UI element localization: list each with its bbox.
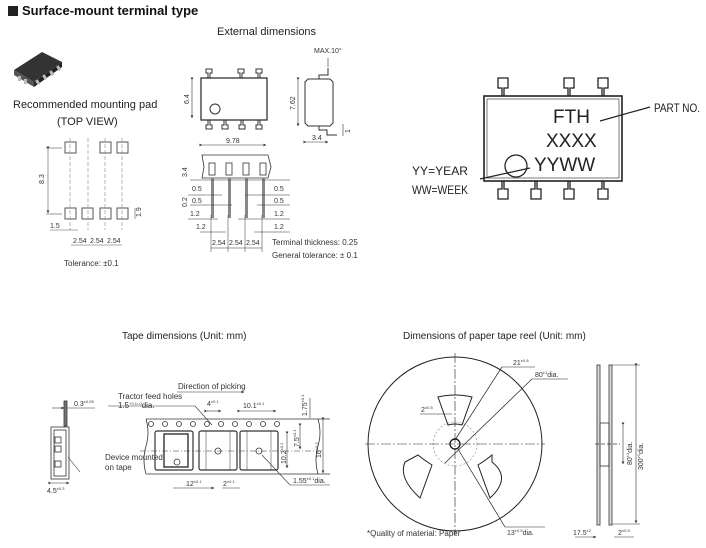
week-label: WW=WEEK [412,183,468,197]
marking-drawing [479,77,651,200]
external-dimensions-heading: External dimensions [217,26,317,38]
marking-line-1: FTH [553,107,590,128]
pad-pitch-3: 2.54 [107,238,121,245]
bottom-height-label: 3.4 [182,167,189,177]
year-label: YY=YEAR [412,164,468,178]
lead-pitch-1: 2.54 [212,240,226,247]
lead-width-left-3: 1.2 [190,211,200,218]
tape-thickness-label: 0.3±0.05 [74,399,94,408]
reel-width-label: 17.5±2 [573,528,592,537]
lead-width-right-2: 0.5 [274,198,284,205]
pocket-hole-dia-label: 1.55±0.1dia. [293,476,326,485]
side-hub-dia-label: 80±1dia. [625,441,634,465]
lead-width-right-4: 1.2 [274,224,284,231]
package-height-label: 6.4 [184,94,191,104]
lead-detail-view [188,154,290,252]
marking-line-2: XXXX [546,131,597,152]
slot-width-label: 21±0.8 [513,358,529,367]
pad-tolerance: Tolerance: ±0.1 [64,259,119,268]
lead-width-left-2: 0.5 [192,198,202,205]
tape-heading: Tape dimensions (Unit: mm) [122,331,247,342]
side-width-label: 3.4 [312,135,322,142]
title-bullet-icon [8,5,18,16]
lead-width-left-4: 1.2 [196,224,206,231]
tape-end-view [48,400,95,485]
part-no-label: PART NO. [654,101,700,115]
device-label-line1: Device mounted [105,453,163,462]
tape-width-label: 16±0.3 [314,442,323,458]
package-side-view [296,58,344,144]
lead-offset-label: 0.2 [182,197,189,207]
reel-side-view [575,363,640,539]
flange-thickness-label: 2±0.5 [618,528,630,537]
mounting-pad-heading: Recommended mounting pad [13,99,158,111]
key-width-label: 2±0.5 [421,405,433,414]
hub-dia-label: 80±1dia. [535,370,559,379]
marking-line-3: YYWW [534,155,595,176]
pocket-width-label: 10.1±0.1 [243,401,265,410]
reel-dia-label: 300±1dia. [636,443,645,470]
side-height-label: 7.62 [290,96,297,110]
chip-photo [14,52,62,87]
feed-holes-dia-label: 1.5+0.1/-0dia. [118,401,155,410]
section-title-text: Surface-mount terminal type [22,3,199,18]
general-tolerance-note: General tolerance: ± 0.1 [272,251,358,260]
material-note: *Quality of material: Paper [367,529,461,538]
lead-pitch-2: 2.54 [229,240,243,247]
hole-pitch-label: 4±0.1 [207,399,219,408]
pocket-length-label: 10.2±0.1 [279,442,288,464]
pad-size-label: 1.9 [136,207,143,217]
package-width-label: 9.78 [226,138,240,145]
lead-width-left-1: 0.5 [192,186,202,193]
tape-depth-label: 4.5±0.3 [47,486,65,495]
hole-to-pocket-label: 2±0.1 [223,479,235,488]
device-label-line2: on tape [105,463,132,472]
lead-width-right-3: 1.2 [274,211,284,218]
pad-pitch-1: 2.54 [73,238,87,245]
lead-width-right-1: 0.5 [274,186,284,193]
hole-to-center-label: 7.5±0.1 [292,429,301,447]
pad-pitch-2: 2.54 [90,238,104,245]
edge-to-hole-label: 1.75±0.1 [300,394,309,416]
pad-width-label: 1.5 [50,223,60,230]
mounting-pad-drawing [46,138,136,246]
pad-height-label: 8.3 [39,174,46,184]
reel-heading: Dimensions of paper tape reel (Unit: mm) [403,331,586,342]
pocket-pitch-label: 12±0.1 [186,479,202,488]
mounting-pad-subheading: (TOP VIEW) [57,116,118,128]
package-top-view [190,68,268,147]
max-angle-label: MAX.10° [314,47,342,55]
spindle-dia-label: 13±0.5dia. [507,528,534,537]
feed-holes-label: Tractor feed holes [118,392,182,401]
lead-height-label: 1 [345,129,352,133]
tape-top-view [108,390,330,490]
reel-front-view [365,353,568,535]
terminal-thickness-note: Terminal thickness: 0.25 [272,238,358,247]
lead-pitch-3: 2.54 [246,240,260,247]
section-title: Surface-mount terminal type [8,3,198,18]
direction-label: Direction of picking [178,382,246,391]
